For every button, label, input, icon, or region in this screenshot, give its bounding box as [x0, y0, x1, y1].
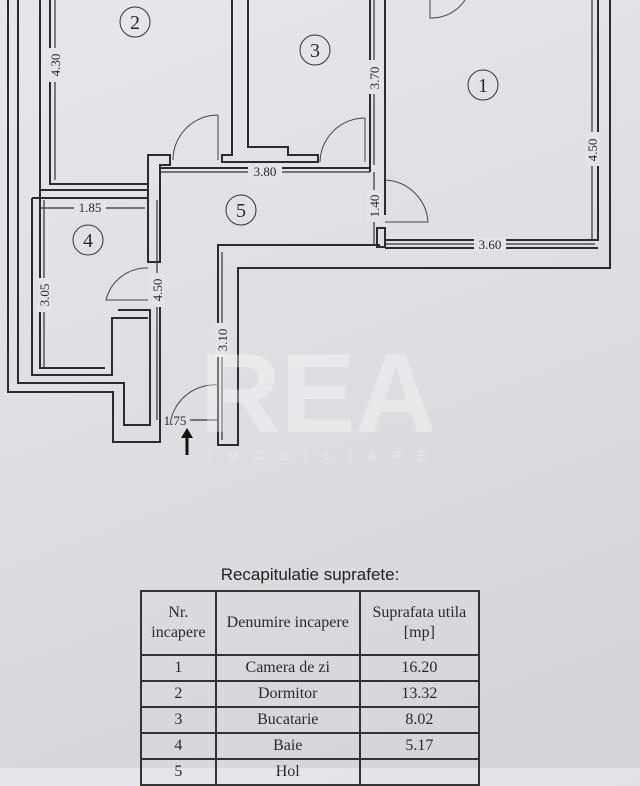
header-area: Suprafata utila [mp]	[358, 590, 481, 656]
cell-nr: 5	[140, 758, 217, 786]
cell-nr: 3	[140, 706, 217, 734]
dim-label: 3.10	[215, 329, 230, 352]
watermark: REA IMOBILIARE	[200, 331, 442, 463]
dim-label: 1.85	[79, 200, 102, 215]
room-number: 1	[478, 75, 488, 97]
dim-label: 3.05	[37, 284, 52, 307]
cell-nr: 2	[140, 680, 217, 708]
dim-label: 1.75	[164, 413, 187, 428]
room-marker-2	[119, 6, 151, 38]
floor-plan: 2 3 1 5 4 4.30 3.70 4.50 3.80 1.85 1.40 …	[7, 0, 611, 463]
dim-label: 4.50	[150, 279, 165, 302]
room-number: 3	[310, 40, 320, 62]
room-number: 5	[236, 200, 246, 222]
area-summary-table: Nr. incapere Denumire incapere Suprafata…	[140, 590, 481, 786]
cell-name: Bucatarie	[214, 706, 361, 734]
room-marker-5	[225, 194, 257, 226]
header-nr: Nr. incapere	[140, 590, 217, 656]
table-header-row: Nr. incapere Denumire incapere Suprafata…	[140, 590, 481, 656]
entrance-arrow-icon	[181, 428, 193, 455]
dim-label: 1.40	[367, 195, 382, 218]
doors	[105, 0, 466, 426]
cell-name: Camera de zi	[214, 654, 361, 682]
cell-name: Baie	[214, 732, 361, 760]
dim-label: 4.50	[585, 139, 600, 162]
cell-nr: 4	[140, 732, 217, 760]
room-marker-4	[72, 224, 104, 256]
dim-label: 3.70	[367, 67, 382, 90]
cell-nr: 1	[140, 654, 217, 682]
dimension-labels: 4.30 3.70 4.50 3.80 1.85 1.40 3.60 3.05 …	[37, 48, 600, 428]
watermark-logo: REA	[200, 331, 436, 456]
summary-title: Recapitulatie suprafete:	[220, 565, 400, 584]
watermark-sub: IMOBILIARE	[208, 448, 442, 463]
room-marker-1	[467, 69, 499, 101]
room-marker-3	[299, 34, 331, 66]
dim-label: 3.80	[254, 164, 277, 179]
cell-area: 13.32	[358, 680, 481, 708]
cell-name: Dormitor	[214, 680, 361, 708]
room-number: 4	[83, 230, 93, 252]
cell-area: 8.02	[358, 706, 481, 734]
cell-name: Hol	[214, 758, 361, 786]
dim-label: 4.30	[48, 54, 63, 77]
room-number: 2	[130, 12, 140, 34]
cell-area	[358, 758, 481, 786]
header-name: Denumire incapere	[214, 590, 361, 656]
dim-label: 3.60	[479, 237, 502, 252]
cell-area: 5.17	[358, 732, 481, 760]
cell-area: 16.20	[358, 654, 481, 682]
room-markers: 2 3 1 5 4	[72, 6, 499, 256]
